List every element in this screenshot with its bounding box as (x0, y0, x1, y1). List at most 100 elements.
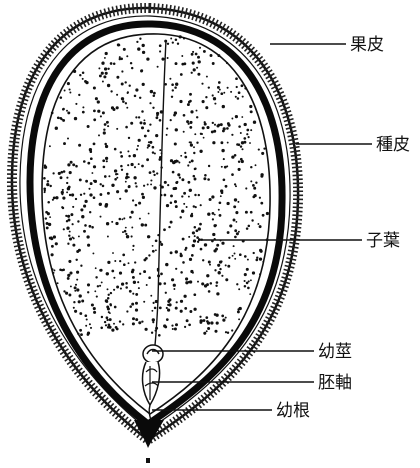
stipple-dot (137, 145, 139, 147)
stipple-dot (209, 198, 212, 201)
stipple-dot (126, 173, 129, 176)
label-plumule: 幼莖 (318, 342, 352, 362)
stipple-dot (193, 293, 196, 296)
stipple-dot (163, 282, 166, 285)
stipple-dot (125, 233, 127, 235)
stipple-dot (46, 183, 49, 186)
stipple-dot (167, 57, 169, 59)
stipple-dot (190, 110, 193, 113)
stipple-dot (87, 244, 90, 247)
stipple-dot (235, 221, 237, 223)
stipple-dot (196, 110, 198, 112)
stipple-dot (192, 62, 195, 65)
stipple-dot (119, 58, 121, 60)
stipple-dot (208, 86, 210, 88)
stipple-dot (189, 141, 191, 143)
stipple-dot (151, 310, 153, 312)
stipple-dot (195, 206, 197, 208)
stipple-dot (62, 269, 65, 272)
stipple-dot (170, 119, 172, 121)
stipple-dot (101, 72, 104, 75)
stipple-dot (117, 173, 119, 175)
stipple-dot (102, 81, 104, 83)
stipple-dot (221, 242, 224, 245)
stipple-dot (111, 184, 114, 187)
stipple-dot (100, 327, 103, 330)
stipple-dot (216, 244, 219, 247)
stipple-dot (119, 320, 121, 322)
stipple-dot (75, 259, 77, 261)
stipple-dot (60, 176, 63, 179)
stipple-dot (206, 76, 208, 78)
stipple-dot (256, 257, 258, 259)
stipple-dot (85, 180, 88, 183)
stipple-dot (105, 324, 107, 326)
stipple-dot (74, 286, 77, 289)
stipple-dot (98, 67, 100, 69)
stipple-dot (106, 160, 108, 162)
stipple-dot (68, 260, 71, 263)
stipple-dot (214, 330, 217, 333)
stipple-dot (198, 194, 200, 196)
stipple-dot (77, 220, 79, 222)
stipple-dot (147, 130, 150, 133)
stipple-dot (52, 272, 54, 274)
stipple-dot (172, 171, 175, 174)
stipple-dot (170, 38, 172, 40)
stipple-dot (148, 213, 150, 215)
stipple-dot (105, 145, 108, 148)
stipple-dot (125, 189, 128, 192)
stipple-dot (131, 227, 133, 229)
stipple-dot (250, 279, 252, 281)
stipple-dot (116, 76, 119, 79)
stipple-dot (103, 128, 105, 130)
stipple-dot (70, 213, 73, 216)
stipple-dot (217, 91, 219, 93)
stipple-dot (89, 211, 91, 213)
stipple-dot (138, 287, 140, 289)
stipple-dot (199, 223, 202, 226)
stipple-dot (244, 273, 247, 276)
stipple-dot (246, 133, 248, 135)
stipple-dot (123, 48, 126, 51)
stipple-dot (135, 293, 138, 296)
stipple-dot (236, 86, 238, 88)
stipple-dot (104, 321, 106, 323)
stipple-dot (95, 276, 97, 278)
stipple-dot (249, 142, 251, 144)
stipple-dot (194, 133, 196, 135)
stipple-dot (119, 56, 121, 58)
stipple-dot (122, 231, 124, 233)
stipple-dot (75, 103, 77, 105)
stipple-dot (183, 203, 185, 205)
stipple-dot (237, 201, 239, 203)
stipple-dot (210, 282, 213, 285)
stipple-dot (152, 170, 155, 173)
stipple-dot (193, 152, 195, 154)
stipple-dot (185, 277, 188, 280)
stipple-dot (186, 206, 188, 208)
stipple-dot (139, 273, 141, 275)
stipple-dot (149, 171, 152, 174)
stipple-dot (158, 158, 161, 161)
stipple-dot (55, 127, 58, 130)
stipple-dot (126, 55, 128, 57)
stipple-dot (143, 185, 145, 187)
stipple-dot (172, 41, 174, 43)
stipple-dot (225, 264, 227, 266)
stipple-dot (252, 184, 255, 187)
label-hypocotyl: 胚軸 (318, 373, 352, 393)
stipple-dot (57, 282, 59, 284)
stipple-dot (155, 134, 158, 137)
stipple-dot (136, 148, 138, 150)
stipple-dot (180, 254, 183, 257)
stipple-dot (222, 105, 225, 108)
stipple-dot (259, 273, 261, 275)
stipple-dot (111, 270, 114, 273)
stipple-dot (175, 62, 178, 65)
stipple-dot (165, 263, 168, 266)
stipple-dot (225, 317, 227, 319)
stipple-dot (163, 324, 166, 327)
stipple-dot (209, 264, 211, 266)
stipple-dot (221, 315, 224, 318)
